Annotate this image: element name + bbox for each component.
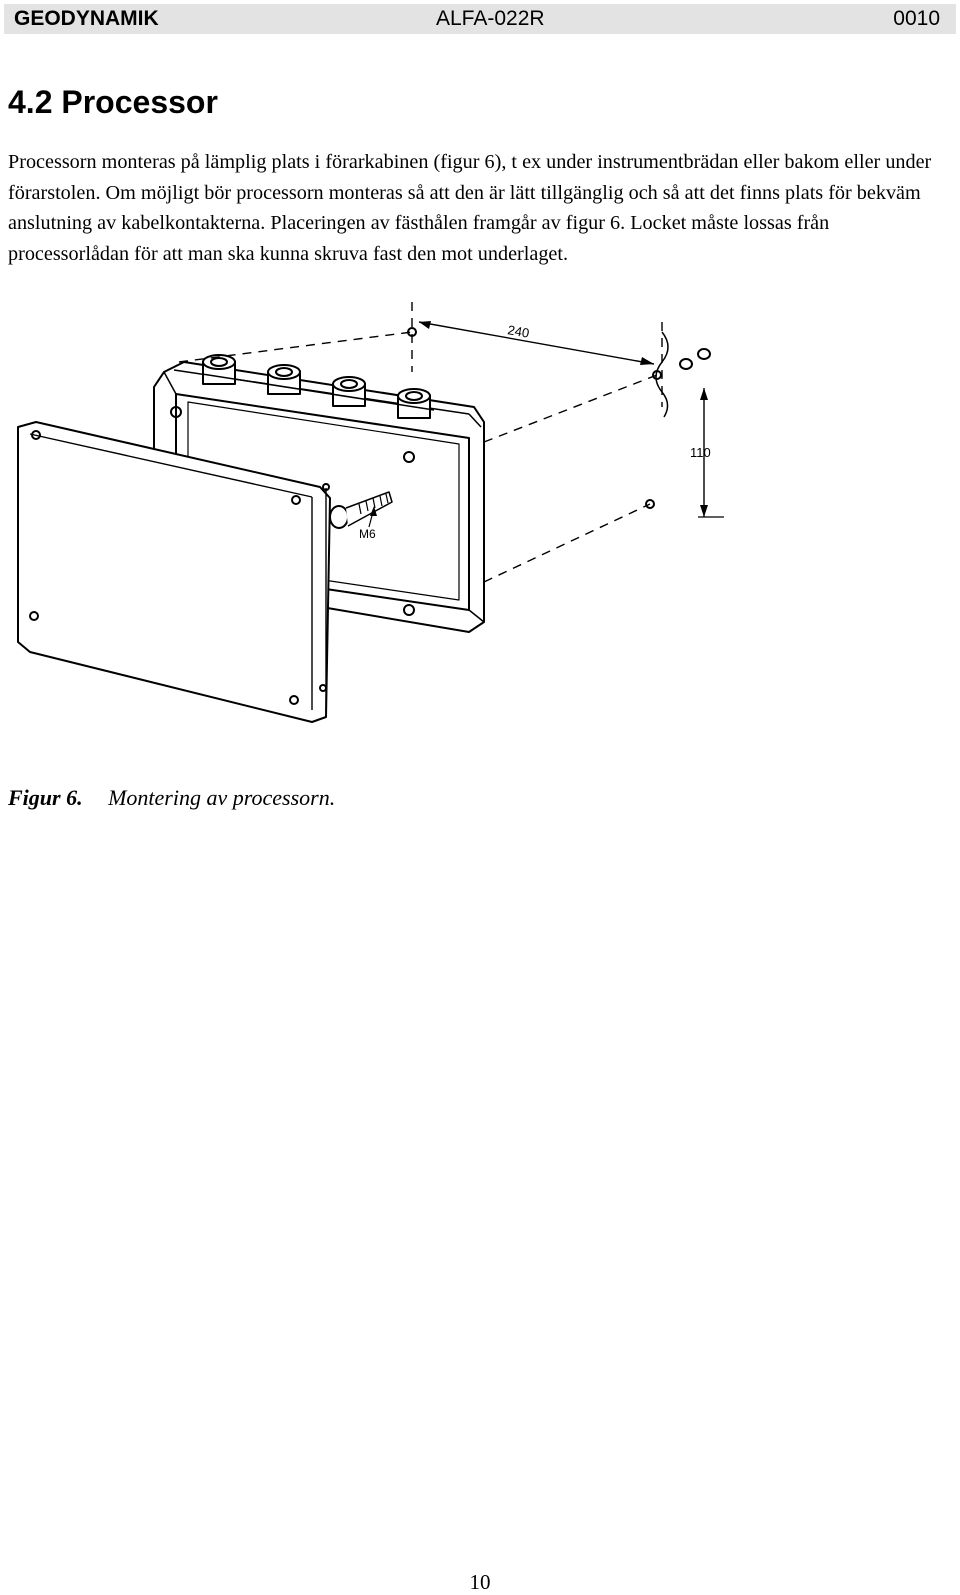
dimension-height-label: 110 xyxy=(690,445,711,460)
processor-box-drawing: 240 110 M6 xyxy=(17,302,724,723)
document-id: ALFA-022R xyxy=(436,7,545,30)
washer-nut xyxy=(655,331,711,418)
page-number: 10 xyxy=(469,1570,491,1594)
mounting-figure: 240 110 M6 xyxy=(14,292,754,732)
page-header: GEODYNAMIK ALFA-022R 0010 xyxy=(4,4,956,34)
company-name: GEODYNAMIK xyxy=(14,7,159,30)
processor-lid xyxy=(17,421,331,723)
caption-number: Figur 6. xyxy=(8,785,83,810)
revision-number: 0010 xyxy=(893,7,940,30)
dimension-110: 110 xyxy=(690,388,724,518)
dimension-240: 240 xyxy=(418,321,655,365)
screw-label: M6 xyxy=(359,527,376,541)
figure-caption: Figur 6. Montering av processorn. xyxy=(8,783,335,813)
caption-text: Montering av processorn. xyxy=(108,785,336,810)
section-heading: 4.2 Processor xyxy=(8,84,218,120)
dimension-width-label: 240 xyxy=(506,322,530,341)
body-paragraph: Processorn monteras på lämplig plats i f… xyxy=(8,151,932,265)
